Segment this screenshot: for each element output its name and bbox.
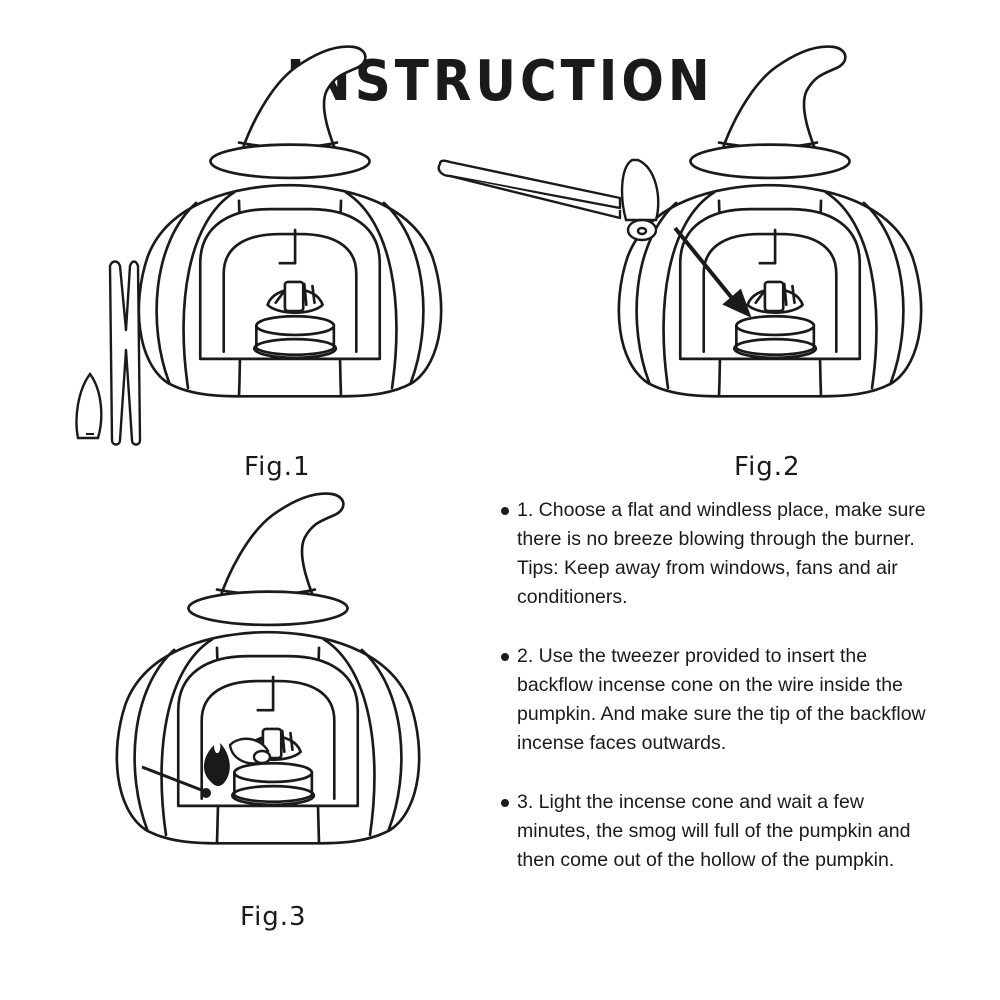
figure-2-illustration: [437, 45, 923, 398]
match-icon: [141, 765, 211, 798]
step-2-text: 2. Use the tweezer provided to insert th…: [517, 645, 926, 754]
step-1-text: 1. Choose a flat and windless place, mak…: [517, 499, 926, 608]
figure-1-illustration: [75, 45, 443, 446]
figure-3-label: Fig.3: [240, 902, 307, 932]
incense-cone-icon: [228, 737, 272, 765]
bullet-icon: [501, 507, 509, 515]
step-1: 1. Choose a flat and windless place, mak…: [500, 496, 940, 612]
instruction-steps: 1. Choose a flat and windless place, mak…: [500, 496, 940, 905]
figure-3-illustration: [115, 492, 421, 845]
figure-1-label: Fig.1: [244, 452, 311, 482]
tweezers-icon: [437, 159, 622, 220]
tweezers-icon: [108, 260, 142, 446]
step-3: 3. Light the incense cone and wait a few…: [500, 788, 940, 875]
page-title: INSTRUCTION: [286, 48, 714, 114]
incense-cone-icon: [620, 158, 660, 242]
step-3-text: 3. Light the incense cone and wait a few…: [517, 791, 911, 871]
arrow-icon: [673, 226, 752, 318]
bullet-icon: [501, 653, 509, 661]
flame-icon: [203, 743, 230, 786]
incense-cone-icon: [75, 371, 103, 440]
bullet-icon: [501, 799, 509, 807]
figure-2-label: Fig.2: [734, 452, 801, 482]
step-2: 2. Use the tweezer provided to insert th…: [500, 642, 940, 758]
